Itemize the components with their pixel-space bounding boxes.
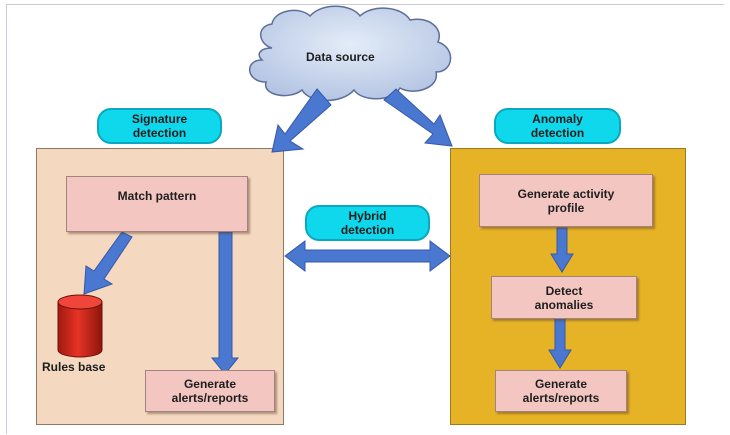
data-source-label: Data source [306, 50, 375, 64]
rules-base-cylinder [57, 294, 103, 358]
arrow-profile-to-detect [550, 227, 574, 273]
frame-left-border [6, 4, 7, 434]
frame-top-border [6, 4, 724, 5]
anomaly-alerts-box: Generate alerts/reports [495, 370, 627, 412]
arrow-match-to-rules [83, 231, 133, 295]
rules-base-label: Rules base [42, 360, 106, 374]
signature-alerts-box: Generate alerts/reports [145, 370, 275, 412]
detect-anomalies-box: Detect anomalies [491, 276, 637, 319]
arrow-cloud-to-anomaly [383, 88, 453, 147]
signature-detection-label: Signature detection [97, 108, 222, 144]
anomaly-detection-label: Anomaly detection [494, 108, 621, 144]
match-pattern-box: Match pattern [66, 176, 248, 232]
data-source-cloud-shape [249, 5, 452, 102]
arrow-cloud-to-signature [271, 88, 332, 153]
activity-profile-box: Generate activity profile [479, 174, 653, 227]
arrow-match-to-alerts [210, 231, 240, 375]
hybrid-double-arrow [284, 240, 451, 272]
hybrid-detection-label: Hybrid detection [305, 205, 430, 241]
arrow-detect-to-alerts [548, 317, 572, 369]
